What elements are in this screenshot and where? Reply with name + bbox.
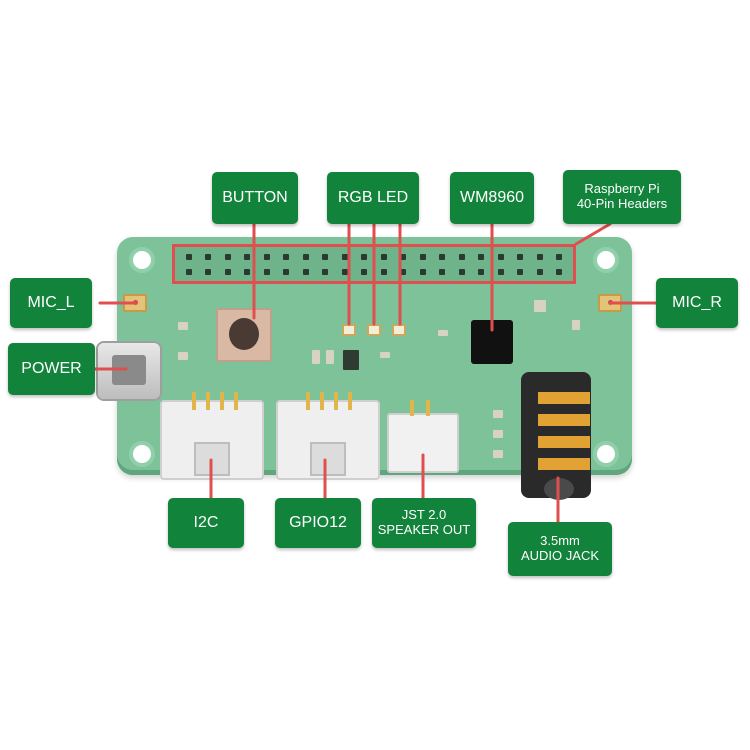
header-pin: [224, 253, 231, 260]
header-pin: [536, 268, 543, 275]
smd-part: [534, 300, 546, 312]
header-pin: [263, 268, 270, 275]
smd-part: [312, 350, 320, 364]
rgb-led-1: [342, 324, 356, 336]
smd-ic: [343, 350, 359, 370]
header-pin: [400, 268, 407, 275]
connector-pin: [192, 392, 196, 410]
label-speaker-out: JST 2.0 SPEAKER OUT: [372, 498, 476, 548]
header-pin: [556, 268, 563, 275]
header-pin: [458, 253, 465, 260]
jack-opening: [544, 478, 574, 500]
header-pin: [497, 253, 504, 260]
header-pin: [439, 268, 446, 275]
push-button-cap: [229, 318, 259, 350]
header-pin: [322, 253, 329, 260]
smd-part: [493, 450, 503, 458]
header-pin: [185, 253, 192, 260]
header-pin: [400, 253, 407, 260]
header-pin: [263, 253, 270, 260]
header-pin: [302, 268, 309, 275]
label-rgb-led: RGB LED: [327, 172, 419, 224]
smd-part: [572, 320, 580, 330]
header-pin: [283, 253, 290, 260]
header-pin: [380, 268, 387, 275]
rgb-led-2: [367, 324, 381, 336]
header-pin: [419, 253, 426, 260]
header-pin: [361, 268, 368, 275]
smd-part: [178, 322, 188, 330]
connector-pin: [220, 392, 224, 410]
header-pin: [380, 253, 387, 260]
header-pin: [419, 268, 426, 275]
header-pin: [478, 268, 485, 275]
label-mic-r: MIC_R: [656, 278, 738, 328]
connector-pin: [234, 392, 238, 410]
header-pin: [205, 268, 212, 275]
header-pin: [244, 268, 251, 275]
mounting-hole-bottom-right: [597, 445, 615, 463]
mounting-hole-top-right: [597, 251, 615, 269]
header-pin: [536, 253, 543, 260]
grove-connector-i2c: [160, 400, 264, 480]
header-pin: [478, 253, 485, 260]
header-pin: [439, 253, 446, 260]
header-pin: [341, 253, 348, 260]
connector-pin: [334, 392, 338, 410]
mounting-hole-top-left: [133, 251, 151, 269]
connector-pin: [410, 400, 414, 416]
jst-speaker-connector: [387, 413, 459, 473]
label-pi-headers: Raspberry Pi 40-Pin Headers: [563, 170, 681, 224]
connector-pin: [348, 392, 352, 410]
header-pin: [185, 268, 192, 275]
header-pin: [556, 253, 563, 260]
mounting-hole-bottom-left: [133, 445, 151, 463]
grove-connector-gpio12: [276, 400, 380, 480]
smd-part: [326, 350, 334, 364]
header-pin: [283, 268, 290, 275]
connector-pin: [320, 392, 324, 410]
mic-right-component: [598, 294, 622, 312]
label-gpio12: GPIO12: [275, 498, 361, 548]
label-button: BUTTON: [212, 172, 298, 224]
header-pin: [341, 268, 348, 275]
jack-contact: [538, 436, 590, 448]
smd-part: [438, 330, 448, 336]
label-mic-l: MIC_L: [10, 278, 92, 328]
mic-left-component: [123, 294, 147, 312]
header-pin: [302, 253, 309, 260]
rgb-led-3: [392, 324, 406, 336]
header-pin: [458, 268, 465, 275]
jack-contact: [538, 392, 590, 404]
label-audio-jack: 3.5mm AUDIO JACK: [508, 522, 612, 576]
header-pin: [244, 253, 251, 260]
label-wm8960: WM8960: [450, 172, 534, 224]
header-pin: [517, 268, 524, 275]
connector-pin: [426, 400, 430, 416]
header-pin: [497, 268, 504, 275]
label-power: POWER: [8, 343, 95, 395]
jack-contact: [538, 458, 590, 470]
header-pin: [322, 268, 329, 275]
jack-contact: [538, 414, 590, 426]
header-pin: [205, 253, 212, 260]
usb-port-opening: [112, 355, 146, 385]
smd-part: [493, 430, 503, 438]
header-pin: [361, 253, 368, 260]
wm8960-chip: [471, 320, 513, 364]
smd-part: [380, 352, 390, 358]
header-pin: [224, 268, 231, 275]
header-pin: [517, 253, 524, 260]
smd-part: [178, 352, 188, 360]
smd-part: [493, 410, 503, 418]
label-i2c: I2C: [168, 498, 244, 548]
connector-pin: [206, 392, 210, 410]
gpio-40-pin-header: [172, 244, 576, 284]
connector-pin: [306, 392, 310, 410]
